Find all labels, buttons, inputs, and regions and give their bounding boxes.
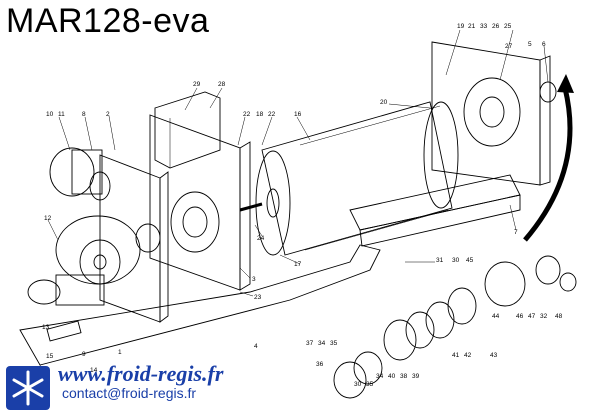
rotation-arrow bbox=[523, 87, 573, 242]
callout-17: 17 bbox=[294, 261, 302, 268]
callout-25: 25 bbox=[504, 23, 512, 30]
callout-14: 14 bbox=[90, 367, 98, 374]
gasket-part bbox=[46, 320, 82, 342]
callout-31: 31 bbox=[436, 257, 444, 264]
callout-43: 43 bbox=[490, 352, 498, 359]
leader-lines bbox=[47, 29, 549, 297]
callout-30a: 30 bbox=[452, 257, 460, 264]
callout-22b: 22 bbox=[268, 111, 276, 118]
callout-16: 16 bbox=[294, 111, 302, 118]
callout-36: 36 bbox=[316, 361, 324, 368]
callout-26: 26 bbox=[492, 23, 500, 30]
callout-1: 1 bbox=[118, 349, 122, 356]
diagram-title: MAR128-eva bbox=[6, 2, 210, 40]
callout-27: 27 bbox=[505, 43, 513, 50]
callout-39: 39 bbox=[412, 373, 420, 380]
callout-23: 23 bbox=[254, 294, 262, 301]
callout-44: 44 bbox=[492, 313, 500, 320]
callout-20: 20 bbox=[380, 99, 388, 106]
pump-assembly bbox=[27, 215, 161, 306]
callout-34b: 34 bbox=[376, 373, 384, 380]
callout-24: 24 bbox=[257, 235, 265, 242]
callout-47: 47 bbox=[528, 313, 536, 320]
callout-32: 32 bbox=[540, 313, 548, 320]
contact-email[interactable]: contact@froid-regis.fr bbox=[62, 385, 197, 401]
callout-12: 12 bbox=[44, 215, 52, 222]
base-plate bbox=[19, 244, 381, 373]
callout-5: 5 bbox=[528, 41, 532, 48]
rotation-arrowhead bbox=[557, 74, 574, 93]
website-link[interactable]: www.froid-regis.fr bbox=[58, 361, 224, 386]
callout-28: 28 bbox=[218, 81, 226, 88]
middle-frame-plate bbox=[149, 114, 251, 291]
callout-3: 3 bbox=[252, 276, 256, 283]
callout-35b: 35 bbox=[366, 381, 374, 388]
left-frame-plate bbox=[99, 154, 169, 323]
callout-11: 11 bbox=[58, 111, 65, 118]
callout-29: 29 bbox=[193, 81, 201, 88]
callout-30b: 30 bbox=[354, 381, 362, 388]
callout-38: 38 bbox=[400, 373, 408, 380]
callout-22a: 22 bbox=[243, 111, 251, 118]
callout-13: 13 bbox=[42, 324, 50, 331]
callout-7: 7 bbox=[514, 229, 518, 236]
callout-46: 46 bbox=[516, 313, 524, 320]
motor bbox=[49, 147, 111, 201]
callout-8: 8 bbox=[82, 111, 86, 118]
callout-40: 40 bbox=[388, 373, 396, 380]
callout-21: 21 bbox=[468, 23, 476, 30]
callout-33: 33 bbox=[480, 23, 488, 30]
callout-15: 15 bbox=[46, 353, 54, 360]
callout-2: 2 bbox=[106, 111, 110, 118]
top-bracket bbox=[154, 91, 221, 169]
callout-37: 37 bbox=[306, 340, 314, 347]
snowflake-logo-icon bbox=[6, 366, 50, 410]
callout-42: 42 bbox=[464, 352, 472, 359]
collector-tray bbox=[349, 174, 521, 247]
callout-10: 10 bbox=[46, 111, 54, 118]
seal-assembly bbox=[333, 255, 577, 399]
evaporator-drum bbox=[239, 101, 459, 256]
callout-4: 4 bbox=[254, 343, 258, 350]
callout-19: 19 bbox=[457, 23, 465, 30]
right-frame-plate bbox=[431, 41, 551, 186]
callout-34a: 34 bbox=[318, 340, 326, 347]
callout-45: 45 bbox=[466, 257, 474, 264]
callout-6: 6 bbox=[542, 41, 546, 48]
callout-9: 9 bbox=[82, 351, 86, 358]
callout-18: 18 bbox=[256, 111, 264, 118]
callout-41: 41 bbox=[452, 352, 460, 359]
callout-35a: 35 bbox=[330, 340, 338, 347]
bearing-part bbox=[539, 81, 557, 103]
callout-48: 48 bbox=[555, 313, 563, 320]
